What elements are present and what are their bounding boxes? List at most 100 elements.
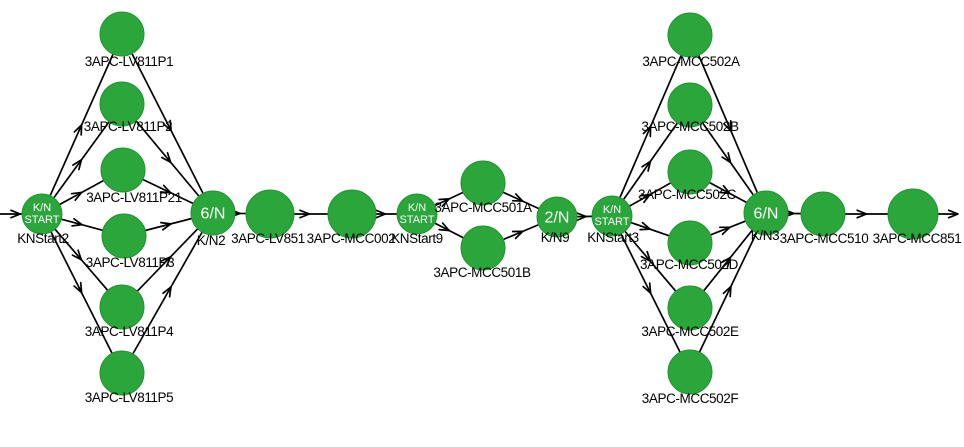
arrowhead-icon xyxy=(639,193,651,204)
arrowhead-icon xyxy=(162,119,172,132)
node-lv811p21-caption: 3APC-LV811P21 xyxy=(86,190,182,205)
edge-mcc502e-to-kn3 xyxy=(703,229,753,292)
node-lv851[interactable] xyxy=(245,189,295,239)
arrowhead-icon xyxy=(640,250,652,263)
node-mcc502b-caption: 3APC-MCC502B xyxy=(641,119,739,134)
arrowhead-icon xyxy=(639,221,651,231)
arrowhead-icon xyxy=(160,151,172,164)
node-mcc502d-caption: 3APC-MCC502D xyxy=(640,257,739,272)
arrowhead-icon xyxy=(575,212,587,222)
node-lv811p5-caption: 3APC-LV811P5 xyxy=(85,390,174,405)
node-knstart3-text-line1: K/N xyxy=(603,204,621,216)
arrowhead-icon xyxy=(511,230,524,240)
node-lv811p5[interactable] xyxy=(99,350,145,396)
node-knstart3-caption: KNStart3 xyxy=(587,230,639,245)
arrowhead-icon xyxy=(720,256,732,268)
arrowhead-icon xyxy=(299,209,311,219)
arrowhead-icon xyxy=(159,184,172,194)
node-mcc502a-caption: 3APC-MCC502A xyxy=(642,54,740,69)
node-lv811p1[interactable] xyxy=(99,11,145,57)
edge-mcc502b-to-kn3 xyxy=(701,122,755,196)
arrowhead-icon xyxy=(71,217,83,227)
arrowhead-icon xyxy=(718,226,731,236)
edge-lv811p2-to-kn2 xyxy=(135,120,200,197)
node-kn9[interactable] xyxy=(536,196,578,238)
edge-lv811p3-to-kn2 xyxy=(145,217,192,232)
arrowhead-icon xyxy=(642,282,652,294)
node-kn3-caption: K/N3 xyxy=(751,228,779,243)
node-kn3-text: 6/N xyxy=(754,206,779,223)
node-knstart2-text-line2: START xyxy=(24,214,59,226)
node-knstart9[interactable] xyxy=(396,193,438,235)
node-mcc851-caption: 3APC-MCC851 xyxy=(873,231,962,246)
node-lv811p3[interactable] xyxy=(101,213,147,259)
arrowhead-icon xyxy=(73,281,83,294)
node-mcc502e-caption: 3APC-MCC502E xyxy=(641,324,739,339)
arrowhead-icon xyxy=(722,285,732,298)
arrowhead-icon xyxy=(73,124,83,136)
node-knstart3-text-line2: START xyxy=(594,216,629,228)
node-mcc502a[interactable] xyxy=(667,12,713,58)
node-kn9-text: 2/N xyxy=(545,210,570,227)
node-lv811p21[interactable] xyxy=(100,147,146,193)
arrowhead-icon xyxy=(721,152,732,164)
arrowhead-icon xyxy=(641,160,652,172)
arrowhead-icon xyxy=(438,198,450,208)
node-mcc502e[interactable] xyxy=(667,285,713,331)
arrowhead-icon xyxy=(375,209,387,219)
node-mcc510-caption: 3APC-MCC510 xyxy=(780,231,869,246)
arrowhead-icon xyxy=(719,184,731,195)
node-lv811p4-caption: 3APC-LV811P4 xyxy=(85,324,174,339)
arrowhead-icon xyxy=(511,193,524,203)
node-kn2[interactable] xyxy=(190,190,236,236)
node-kn2-caption: K/N2 xyxy=(197,233,225,248)
arrowhead-icon xyxy=(160,221,172,231)
node-mcc502f[interactable] xyxy=(667,349,713,395)
node-mcc501b-caption: 3APC-MCC501B xyxy=(433,265,531,280)
node-mcc502b[interactable] xyxy=(667,82,713,128)
node-mcc851[interactable] xyxy=(887,188,939,240)
node-mcc002[interactable] xyxy=(327,189,377,239)
node-kn3[interactable] xyxy=(743,190,789,236)
arrowhead-icon xyxy=(71,249,83,261)
arrowhead-icon xyxy=(162,286,172,298)
edge-lv811p21-to-kn2 xyxy=(142,178,194,205)
arrowhead-icon xyxy=(642,125,652,138)
node-mcc502c-caption: 3APC-MCC502C xyxy=(638,187,737,202)
arrowhead-icon xyxy=(160,256,172,267)
arrowhead-icon xyxy=(70,191,83,202)
node-lv811p1-caption: 3APC-LV811P1 xyxy=(85,54,174,69)
node-knstart2-text-line1: K/N xyxy=(33,202,51,214)
node-knstart9-text-line2: START xyxy=(399,214,434,226)
edge-lv811p4-to-kn2 xyxy=(136,228,199,292)
edge-mcc502a-to-kn3 xyxy=(697,54,759,194)
node-kn2-text: 6/N xyxy=(201,206,226,223)
node-mcc502f-caption: 3APC-MCC502F xyxy=(642,391,739,406)
node-mcc501b[interactable] xyxy=(460,225,506,271)
arrowhead-icon xyxy=(856,209,868,219)
node-mcc501a[interactable] xyxy=(460,160,506,206)
node-knstart2[interactable] xyxy=(21,193,63,235)
node-mcc501a-caption: 3APC-MCC501A xyxy=(434,200,532,215)
node-knstart3[interactable] xyxy=(591,195,633,237)
edge-lv811p5-to-kn2 xyxy=(132,231,203,355)
node-mcc002-caption: 3APC-MCC002 xyxy=(307,231,396,246)
node-mcc502d[interactable] xyxy=(667,220,713,266)
arrowhead-icon xyxy=(438,222,450,232)
node-lv811p3-caption: 3APC-LV811P3 xyxy=(86,255,175,270)
node-lv851-caption: 3APC-LV851 xyxy=(231,231,305,246)
edge-mcc502f-to-kn3 xyxy=(698,232,758,353)
node-mcc502c[interactable] xyxy=(667,149,713,195)
node-lv811p2-caption: 3APC-LV811P2 xyxy=(84,119,173,134)
node-lv811p4[interactable] xyxy=(99,284,145,330)
node-mcc510[interactable] xyxy=(800,191,846,237)
node-knstart9-caption: KNStart9 xyxy=(391,231,443,246)
arrowhead-icon xyxy=(723,120,732,132)
node-knstart9-text-line1: K/N xyxy=(408,202,426,214)
node-knstart2-caption: KNStart2 xyxy=(17,231,69,246)
node-lv811p2[interactable] xyxy=(99,81,145,127)
edge-lv811p1-to-kn2 xyxy=(131,53,204,194)
arrowhead-icon xyxy=(72,158,83,171)
